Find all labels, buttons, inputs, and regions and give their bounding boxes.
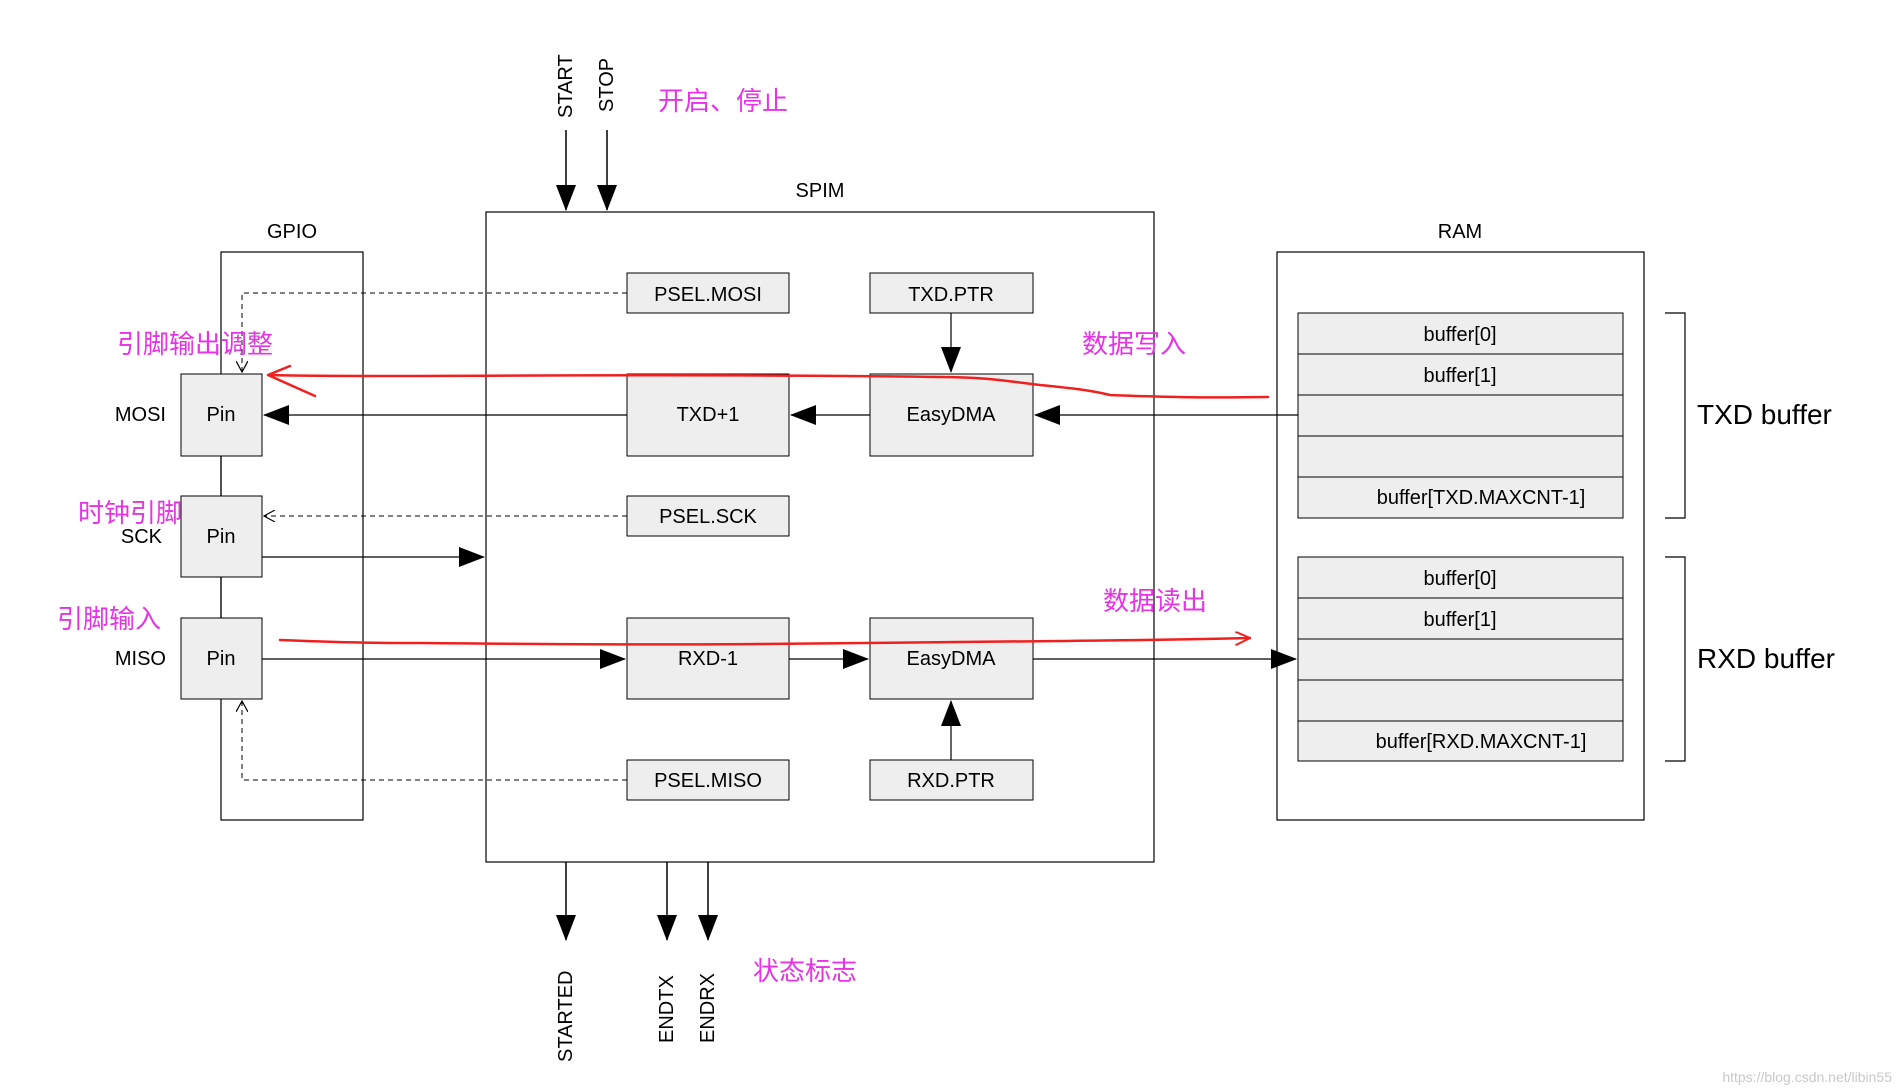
txd-buffer-label: TXD buffer [1697,399,1832,430]
ram-block: RAM buffer[0] buffer[1] buffer[TXD.MAXCN… [1276,221,1645,821]
endtx-signal: ENDTX [656,862,678,1043]
data-write-stroke [268,373,1270,399]
spim-block: SPIM PSEL.MOSI TXD.PTR TXD+1 EasyDMA PSE… [485,180,1155,863]
connections [242,292,1298,781]
psel-mosi-label: PSEL.MOSI [654,284,762,306]
start-label: START [555,54,577,118]
psel-miso-label: PSEL.MISO [654,770,762,792]
psel-mosi-box: PSEL.MOSI [626,272,790,314]
txd-buffer: buffer[0] buffer[1] buffer[TXD.MAXCNT-1] [1297,312,1624,519]
annotation-status-flags: 状态标志 [753,957,857,987]
psel-sck-box: PSEL.SCK [626,495,790,537]
endtx-label: ENDTX [656,975,678,1043]
annotation-pin-output-adjust: 引脚输出调整 [117,330,273,360]
psel-miso-link [242,701,627,781]
pin-sck: Pin [180,495,263,578]
sck-label: SCK [121,526,163,548]
txd-ptr-label: TXD.PTR [908,284,994,306]
rxd-ptr-box: RXD.PTR [869,759,1034,801]
rxd-buffer-bracket [1665,556,1686,762]
rxd-minus1-box: RXD-1 [626,617,790,700]
data-write-arrowhead [266,364,317,398]
data-read-stroke [278,638,1252,646]
txd-plus1-label: TXD+1 [677,404,740,426]
ram-frame [1276,251,1645,821]
easydma-rx-label: EasyDMA [907,648,997,670]
psel-sck-label: PSEL.SCK [659,506,757,528]
annotation-clock-pin: 时钟引脚 [78,499,182,529]
pin-sck-label: Pin [207,526,236,548]
tx-buffer-cell: buffer[0] [1423,324,1496,346]
stop-label: STOP [596,58,618,112]
stop-signal: STOP [596,58,618,211]
txd-buffer-bracket [1665,312,1686,519]
easydma-tx-label: EasyDMA [907,404,997,426]
tx-buffer-cell: buffer[1] [1423,365,1496,387]
watermark: https://blog.csdn.net/libin55 [1722,1069,1892,1085]
tx-buffer-cell: buffer[TXD.MAXCNT-1] [1377,487,1586,509]
pin-mosi: Pin [180,373,263,457]
annotation-data-read: 数据读出 [1103,587,1207,617]
annotation-data-write: 数据写入 [1082,330,1186,360]
gpio-title: GPIO [267,221,317,243]
annotation-start-stop: 开启、停止 [658,87,788,117]
miso-label: MISO [115,648,166,670]
rxd-buffer-label: RXD buffer [1697,643,1835,674]
start-signal: START [555,54,577,211]
rx-buffer-cell: buffer[1] [1423,609,1496,631]
rxd-ptr-label: RXD.PTR [907,770,995,792]
ram-title: RAM [1438,221,1482,243]
spim-frame [485,211,1155,863]
gpio-block: GPIO Pin Pin Pin MOSI SCK MISO [115,221,364,821]
psel-mosi-link [242,292,627,372]
rxd-buffer: buffer[0] buffer[1] buffer[RXD.MAXCNT-1] [1297,556,1624,762]
started-label: STARTED [555,971,577,1063]
mosi-label: MOSI [115,404,166,426]
endrx-label: ENDRX [697,973,719,1043]
annotation-strokes [266,364,1270,646]
txd-ptr-box: TXD.PTR [869,272,1034,314]
psel-miso-box: PSEL.MISO [626,759,790,801]
easydma-rx-box: EasyDMA [869,617,1034,700]
rx-buffer-cell: buffer[0] [1423,568,1496,590]
spim-title: SPIM [796,180,845,202]
pin-miso: Pin [180,617,263,700]
rx-buffer-cell: buffer[RXD.MAXCNT-1] [1376,731,1587,753]
endrx-signal: ENDRX [697,862,719,1043]
pin-mosi-label: Pin [207,404,236,426]
annotation-pin-input: 引脚输入 [57,605,161,635]
rxd-minus1-label: RXD-1 [678,648,738,670]
txd-plus1-box: TXD+1 [626,373,790,457]
started-signal: STARTED [555,862,577,1062]
easydma-tx-box: EasyDMA [869,373,1034,457]
pin-miso-label: Pin [207,648,236,670]
